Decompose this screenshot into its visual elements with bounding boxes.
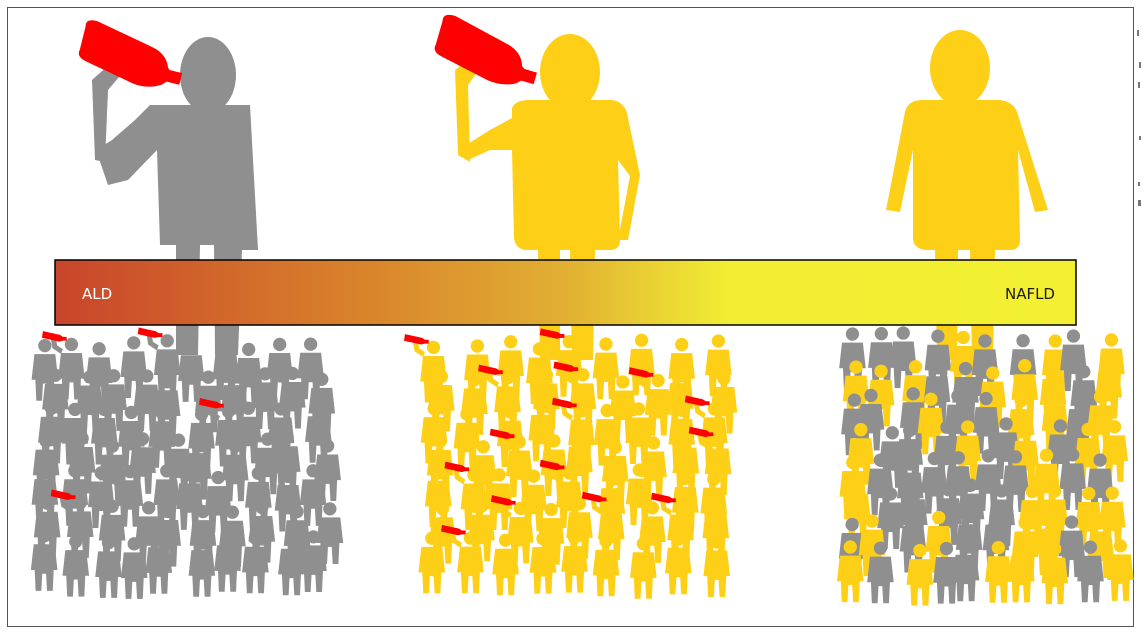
red-bottle-icon — [651, 493, 676, 503]
red-bottle-icon — [430, 13, 546, 93]
red-bottle-icon — [75, 19, 190, 95]
yellow-crowd — [404, 328, 737, 598]
crowd-person — [593, 337, 620, 399]
red-bottle-icon — [138, 327, 163, 337]
crowd-person — [868, 327, 895, 389]
crowd-person — [630, 537, 657, 599]
mixed-crowd — [837, 326, 1134, 605]
red-bottle-icon — [404, 334, 429, 344]
spectrum-bar: ALD NAFLD — [55, 260, 1076, 325]
edge-marks — [1137, 30, 1143, 220]
crowd-person — [628, 334, 655, 396]
gray-crowd — [31, 327, 343, 598]
nafld-label: NAFLD — [1005, 285, 1055, 303]
ald-label: ALD — [82, 285, 112, 303]
crowd-person — [705, 334, 732, 396]
